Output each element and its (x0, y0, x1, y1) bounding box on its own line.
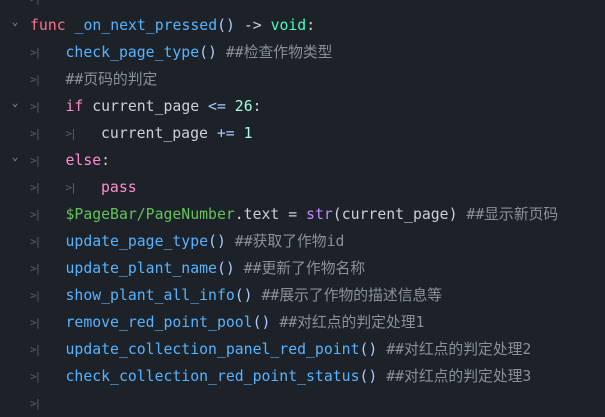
token-comment: ##检查作物类型 (216, 44, 333, 61)
token-punct: () (199, 44, 217, 61)
token-control: if (65, 98, 84, 115)
code-line[interactable]: >| (0, 390, 605, 417)
code-text: update_collection_panel_red_point() ##对红… (66, 336, 532, 363)
token-punct: () (359, 341, 378, 358)
token-punct: <= (208, 98, 226, 115)
token-func: remove_red_point_pool (65, 314, 253, 331)
code-text: show_plant_all_info() ##展示了作物的描述信息等 (66, 282, 443, 309)
code-line[interactable]: >| ##页码的判定 (0, 66, 605, 93)
tab-indent-marker-icon: >| (30, 181, 41, 194)
token-number: 1 (243, 125, 253, 142)
token-text: current_page (101, 125, 217, 142)
code-text: update_plant_name() ##更新了作物名称 (66, 255, 366, 282)
code-text: check_page_type() ##检查作物类型 (66, 39, 333, 66)
token-number: 26 (234, 98, 253, 115)
token-comment: ##对红点的判定处理1 (270, 314, 425, 331)
token-keyword: func (30, 17, 66, 34)
code-text: else: (66, 147, 111, 174)
code-text: current_page += 1 (101, 120, 252, 147)
token-text: -> (234, 17, 271, 34)
code-line[interactable]: >| >| pass (0, 174, 605, 201)
token-text: .text = (234, 206, 307, 223)
code-text: $PageBar/PageNumber.text = str(current_p… (66, 201, 559, 228)
code-line[interactable]: >| (0, 0, 605, 12)
code-line[interactable]: >| update_page_type() ##获取了作物id (0, 228, 605, 255)
token-func: _on_next_pressed (74, 17, 218, 34)
code-text: pass (101, 174, 137, 201)
token-text: (current_page) (332, 206, 458, 223)
token-comment: ##更新了作物名称 (234, 260, 366, 277)
token-comment: ##对红点的判定处理3 (377, 368, 532, 385)
code-text: update_page_type() ##获取了作物id (66, 228, 345, 255)
token-text (226, 98, 235, 115)
tab-indent-marker-icon: >| (30, 397, 41, 410)
token-punct: () (359, 368, 378, 385)
code-text: if current_page <= 26: (66, 93, 262, 120)
token-text (66, 17, 75, 34)
code-text: remove_red_point_pool() ##对红点的判定处理1 (66, 309, 425, 336)
tab-indent-marker-icon: >| (65, 181, 77, 194)
fold-chevron-icon[interactable]: ⌄ (11, 96, 19, 109)
code-line[interactable]: ⌄ >| else: (0, 147, 605, 174)
token-comment: ##页码的判定 (65, 71, 158, 88)
code-text: check_collection_red_point_status() ##对红… (66, 363, 532, 390)
token-func: update_plant_name (65, 260, 217, 277)
token-punct: () (208, 233, 226, 250)
token-type: void (270, 17, 307, 34)
token-func: show_plant_all_info (65, 287, 235, 304)
fold-chevron-icon[interactable]: ⌄ (11, 150, 19, 163)
code-line[interactable]: >| update_collection_panel_red_point() ##… (0, 336, 605, 363)
code-line[interactable]: ⌄ >| if current_page <= 26: (0, 93, 605, 120)
token-comment: ##对红点的判定处理2 (377, 341, 532, 358)
token-punct: () (234, 287, 253, 304)
code-line[interactable]: ⌄ func _on_next_pressed() -> void: (0, 12, 605, 39)
tab-indent-marker-icon: >| (30, 208, 41, 221)
token-func: check_page_type (65, 44, 200, 61)
token-punct: () (216, 260, 235, 277)
token-comment: ##展示了作物的描述信息等 (252, 287, 443, 304)
token-func: update_page_type (65, 233, 209, 250)
tab-indent-marker-icon: >| (30, 262, 41, 275)
token-text: : (252, 98, 262, 115)
tab-indent-marker-icon: >| (30, 127, 41, 140)
token-builtin: str (306, 206, 333, 223)
fold-chevron-icon[interactable]: ⌄ (11, 15, 19, 28)
token-text: current_page (83, 98, 209, 115)
token-control: else (65, 152, 102, 169)
token-control: pass (101, 179, 137, 196)
tab-indent-marker-icon: >| (30, 370, 41, 383)
token-nodepath: $PageBar/PageNumber (65, 206, 235, 223)
tab-indent-marker-icon: >| (30, 343, 41, 356)
tab-indent-marker-icon: >| (30, 100, 41, 113)
code-line[interactable]: >| >| current_page += 1 (0, 120, 605, 147)
code-line[interactable]: >| update_plant_name() ##更新了作物名称 (0, 255, 605, 282)
token-func: update_collection_panel_red_point (65, 341, 360, 358)
token-punct: () (252, 314, 271, 331)
tab-indent-marker-icon: >| (30, 0, 41, 12)
tab-indent-marker-icon: >| (30, 154, 41, 167)
code-line[interactable]: >| show_plant_all_info() ##展示了作物的描述信息等 (0, 282, 605, 309)
code-line[interactable]: >| check_page_type() ##检查作物类型 (0, 39, 605, 66)
token-text: : (306, 17, 316, 34)
tab-indent-marker-icon: >| (30, 316, 41, 329)
code-line[interactable]: >| remove_red_point_pool() ##对红点的判定处理1 (0, 309, 605, 336)
token-func: check_collection_red_point_status (65, 368, 360, 385)
code-line[interactable]: >| $PageBar/PageNumber.text = str(current… (0, 201, 605, 228)
token-text (235, 125, 244, 142)
token-punct: () (217, 17, 235, 34)
tab-indent-marker-icon: >| (30, 289, 41, 302)
tab-indent-marker-icon: >| (30, 235, 41, 248)
code-text: ##页码的判定 (66, 66, 158, 93)
token-comment: ##显示新页码 (457, 206, 559, 223)
token-text: : (101, 152, 111, 169)
tab-indent-marker-icon: >| (30, 73, 41, 86)
tab-indent-marker-icon: >| (65, 127, 77, 140)
code-text: func _on_next_pressed() -> void: (30, 12, 315, 39)
tab-indent-marker-icon: >| (30, 46, 41, 59)
code-line[interactable]: >| check_collection_red_point_status() ##… (0, 363, 605, 390)
token-comment: ##获取了作物id (225, 233, 345, 250)
token-punct: += (216, 125, 235, 142)
